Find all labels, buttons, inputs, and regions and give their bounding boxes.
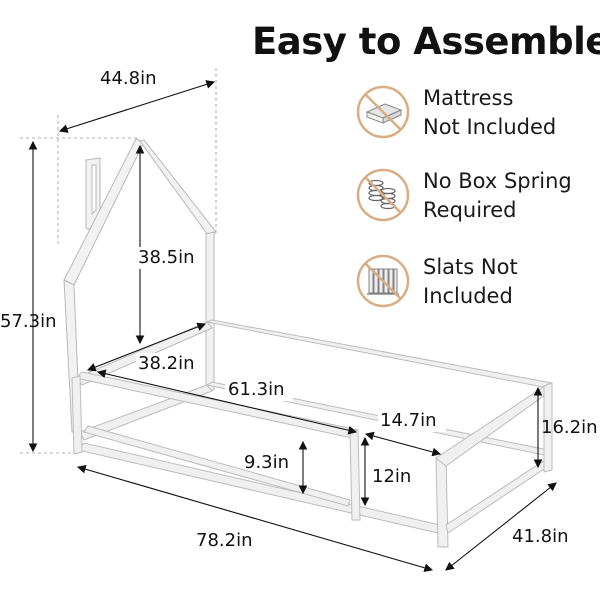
dim-inner-length: 61.3in <box>228 379 285 400</box>
page-title: Easy to Assemble <box>252 20 600 63</box>
dim-total-width: 41.8in <box>512 526 569 547</box>
dim-lower-gap: 9.3in <box>244 452 290 473</box>
dim-total-length: 78.2in <box>196 530 253 551</box>
feature-line-2: Required <box>423 198 517 222</box>
no-mattress-icon <box>356 85 410 139</box>
feature-line-1: No Box Spring <box>423 169 572 193</box>
dim-opening-width: 14.7in <box>380 410 437 431</box>
dim-rail-height: 16.2in <box>541 417 598 438</box>
dim-roof-height: 38.5in <box>138 247 195 268</box>
no-box-spring-icon <box>356 168 410 222</box>
feature-line-1: Mattress <box>423 86 514 110</box>
dim-opening-height: 12in <box>372 466 412 487</box>
feature-label: Slats Not Included <box>423 253 518 311</box>
dim-inner-width: 38.2in <box>138 353 195 374</box>
dim-total-height: 57.3in <box>0 311 57 332</box>
feature-mattress: Mattress Not Included <box>355 84 600 144</box>
feature-line-2: Included <box>423 284 513 308</box>
feature-label: No Box Spring Required <box>423 167 572 225</box>
feature-slats: Slats Not Included <box>355 253 600 313</box>
feature-line-1: Slats Not <box>423 255 518 279</box>
feature-box-spring: No Box Spring Required <box>355 167 600 227</box>
feature-label: Mattress Not Included <box>423 84 556 142</box>
dim-headboard-width: 44.8in <box>100 68 157 89</box>
no-slats-icon <box>356 254 410 308</box>
feature-line-2: Not Included <box>423 115 557 139</box>
